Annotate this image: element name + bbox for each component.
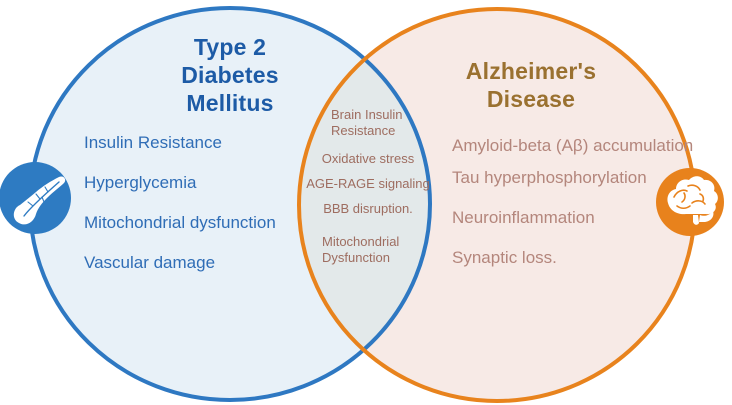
left-title-line: Diabetes — [181, 62, 279, 88]
list-item: Vascular damage — [84, 253, 216, 272]
right-circle-items: Amyloid-beta (Aβ) accumulation Tau hyper… — [452, 134, 707, 286]
left-title-line: Mellitus — [186, 90, 274, 116]
list-item: Synaptic loss. — [452, 248, 557, 267]
left-title-line: Type 2 — [193, 34, 267, 60]
list-item: AGE-RAGE signaling — [306, 176, 430, 191]
overlap-region-fill — [299, 9, 430, 400]
list-item: Neuroinflammation — [452, 208, 595, 227]
left-circle-items: Insulin Resistance Hyperglycemia Mitocho… — [84, 131, 314, 291]
list-item: Oxidative stress — [321, 151, 415, 166]
list-item: Mitochondrial Dysfunction — [322, 234, 400, 265]
list-item: Brain Insulin Resistance — [331, 107, 403, 138]
list-item: BBB disruption. — [323, 201, 413, 216]
pancreas-icon — [0, 162, 71, 234]
list-item: Insulin Resistance — [84, 133, 222, 152]
list-item: Hyperglycemia — [84, 173, 197, 192]
overlap-items: Brain Insulin Resistance Oxidative stres… — [298, 107, 438, 275]
left-circle-title: Type 2 Diabetes Mellitus — [120, 33, 340, 117]
list-item: Amyloid-beta (Aβ) accumulation — [452, 136, 694, 155]
list-item: Mitochondrial dysfunction — [84, 213, 276, 232]
right-title-line: Alzheimer's — [465, 58, 597, 84]
right-circle-title: Alzheimer's Disease — [431, 57, 631, 113]
list-item: Tau hyperphosphorylation — [452, 168, 647, 187]
right-title-line: Disease — [486, 86, 576, 112]
brain-icon — [656, 168, 724, 236]
